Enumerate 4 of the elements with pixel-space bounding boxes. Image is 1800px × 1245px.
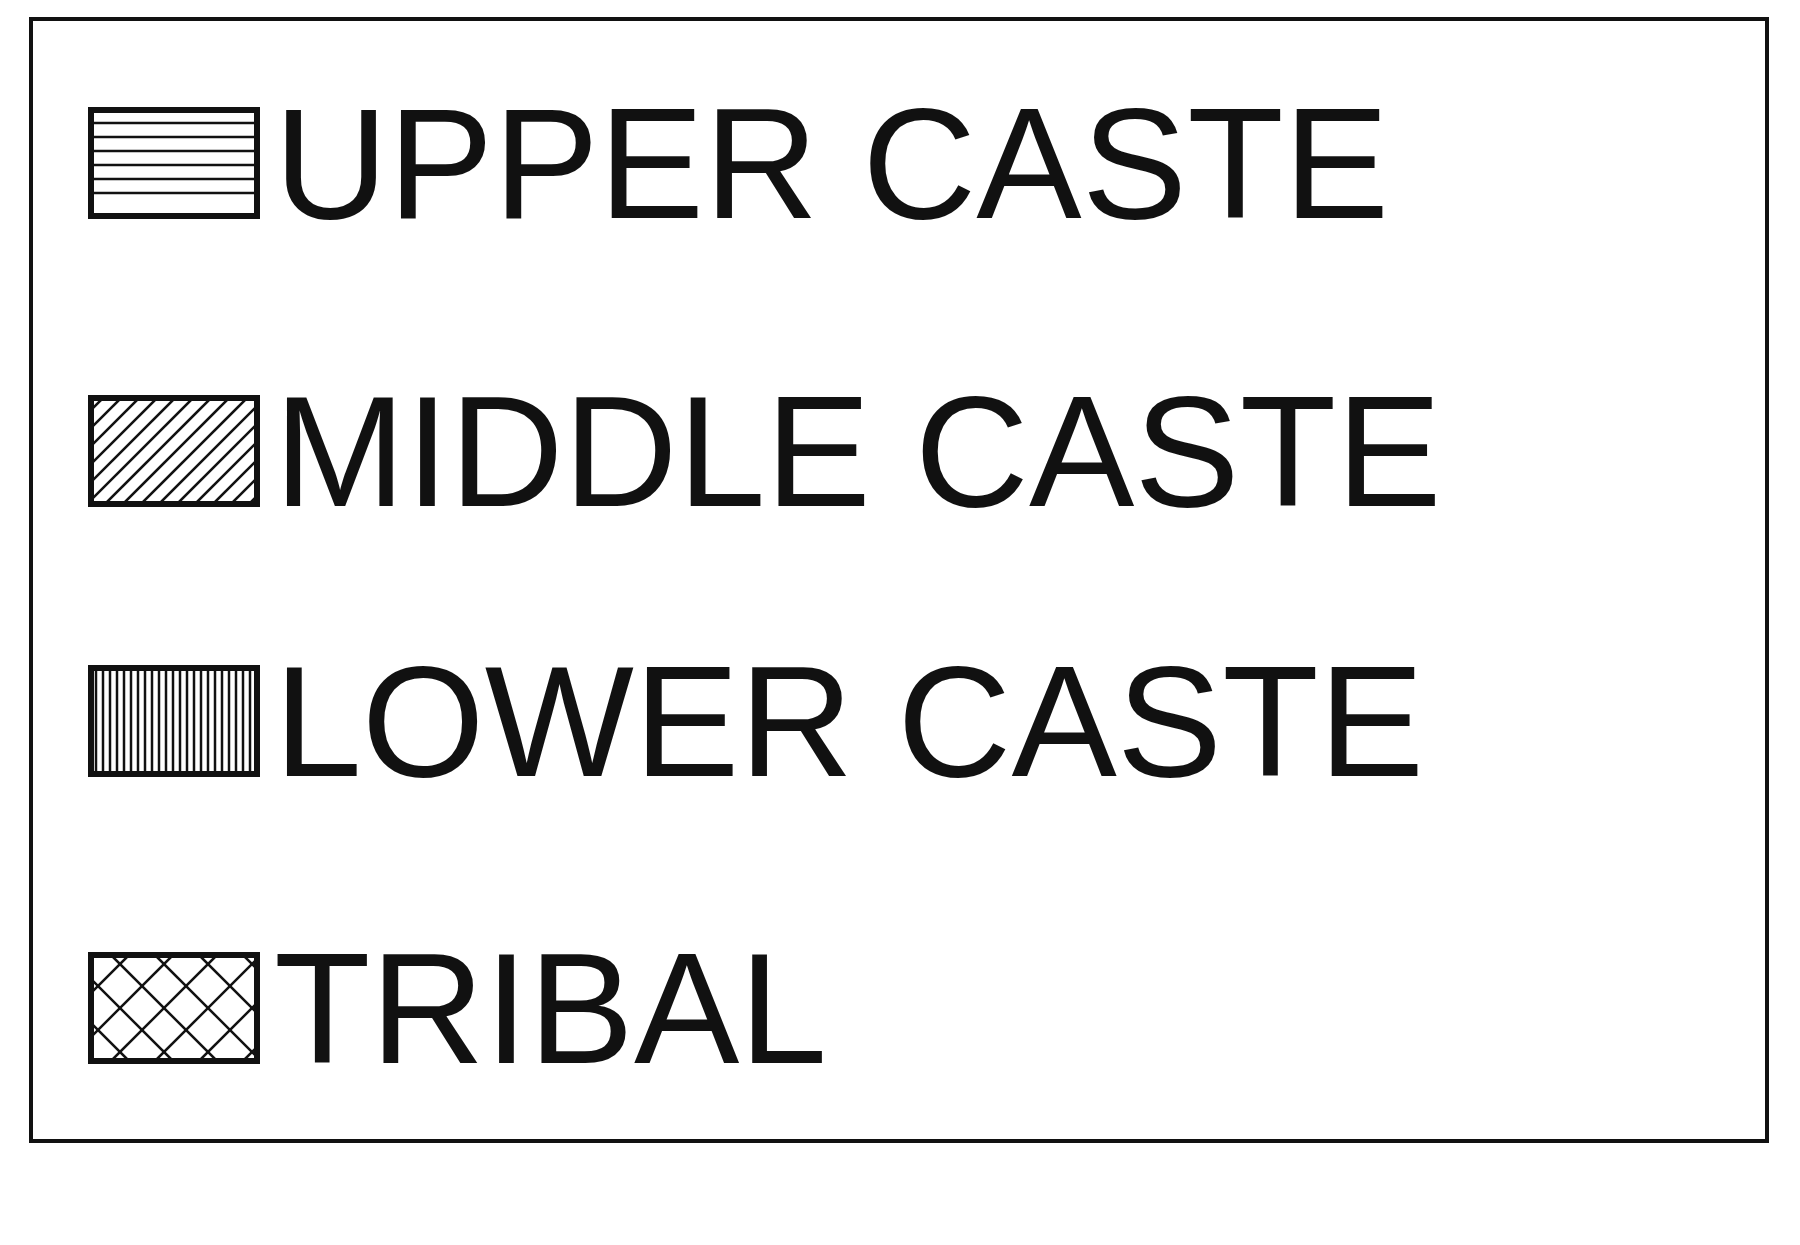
legend-label: LOWER CASTE [274,646,1425,796]
legend-label: UPPER CASTE [274,88,1390,238]
legend-label: TRIBAL [274,933,828,1083]
legend-label: MIDDLE CASTE [274,376,1442,526]
